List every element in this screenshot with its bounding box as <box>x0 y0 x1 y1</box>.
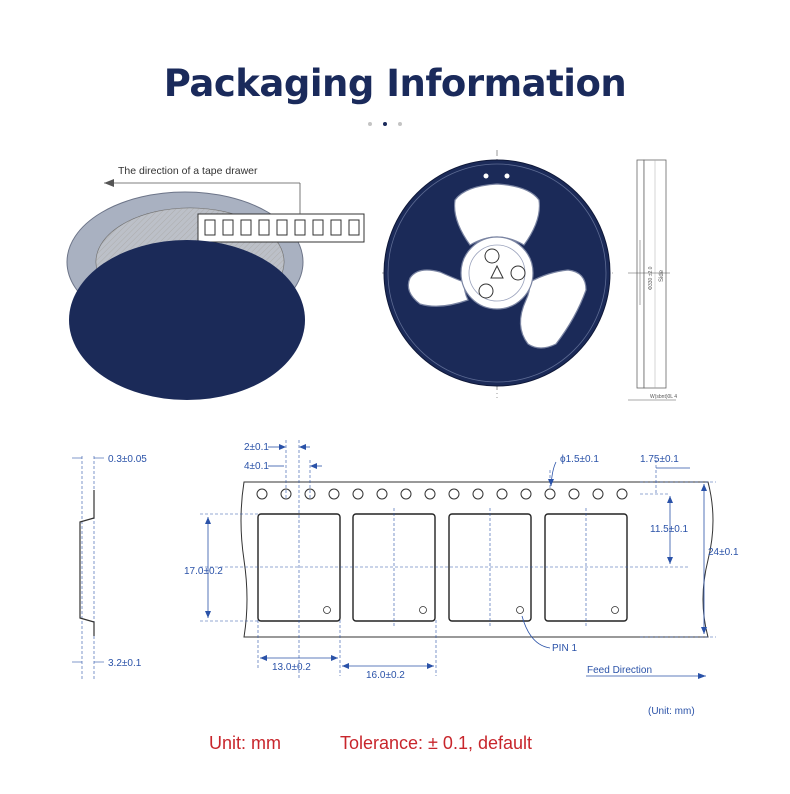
page-title: Packaging Information <box>163 62 627 105</box>
dim-center-offset: 11.5±0.1 <box>650 524 689 535</box>
side-dim-label: Side <box>659 269 665 282</box>
dim-hole-diameter: ϕ1.5±0.1 <box>560 454 599 465</box>
pin-1-marker <box>516 606 524 614</box>
pin-1-label: PIN 1 <box>552 643 577 654</box>
dim-pocket-width: 13.0±0.2 <box>272 662 311 673</box>
pockets <box>257 513 628 622</box>
reel-perspective: The direction of a tape drawer <box>66 165 365 400</box>
carousel-dot[interactable] <box>398 122 402 126</box>
dim-pitch-hole: 4±0.1 <box>244 461 269 472</box>
carousel-indicator <box>368 122 408 128</box>
reel-front <box>382 150 616 398</box>
tape-cross-section: 0.3±0.05 3.2±0.1 <box>72 454 147 680</box>
reel-side: Φ330 ±2.0 Side W(sbnt)0L 4 <box>628 159 677 401</box>
sprocket-holes <box>256 488 628 500</box>
unit-note: (Unit: mm) <box>648 706 695 717</box>
carousel-dot[interactable] <box>368 122 372 126</box>
side-dim-width: W(sbnt)0L 4 <box>650 394 677 400</box>
tape-strip <box>197 213 365 243</box>
feed-direction-label: Feed Direction <box>587 665 652 676</box>
dim-pocket-depth: 3.2±0.1 <box>108 658 142 669</box>
carousel-dot-active[interactable] <box>383 122 387 126</box>
footer-tolerance: Tolerance: ± 0.1, default <box>340 733 532 753</box>
footer-unit: Unit: mm <box>209 733 281 753</box>
tape-plan-view: 2±0.1 4±0.1 ϕ1.5±0.1 1.75±0.1 11.5±0.1 2… <box>184 440 739 681</box>
dim-tape-width: 24±0.1 <box>708 547 739 558</box>
side-dim-diameter: Φ330 ±2.0 <box>648 266 654 290</box>
tape-direction-label: The direction of a tape drawer <box>118 165 258 177</box>
dim-edge-offset: 1.75±0.1 <box>640 454 679 465</box>
dim-thickness: 0.3±0.05 <box>108 454 147 465</box>
dim-pocket-height: 17.0±0.2 <box>184 566 223 577</box>
dim-pitch-sprocket: 2±0.1 <box>244 442 269 453</box>
dim-pocket-pitch: 16.0±0.2 <box>366 670 405 681</box>
